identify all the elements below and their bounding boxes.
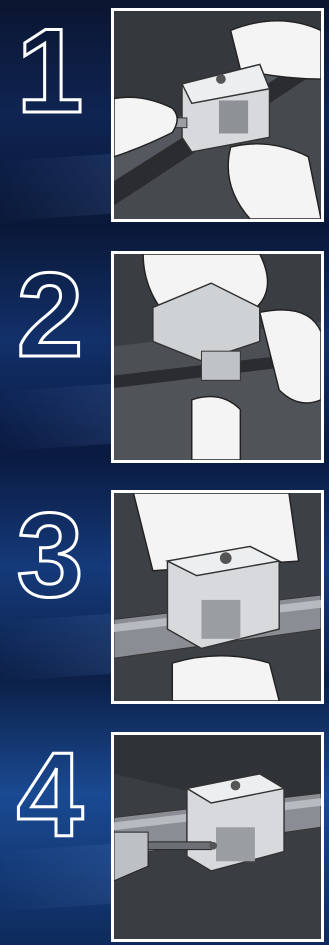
step-3-illustration bbox=[111, 490, 324, 704]
step-number-2: 2 bbox=[6, 248, 94, 368]
step-1-illustration bbox=[111, 8, 324, 222]
step-number-label: 4 bbox=[17, 728, 84, 848]
step-number-label: 2 bbox=[17, 248, 84, 368]
step-number-4: 4 bbox=[6, 728, 94, 848]
step-4-illustration bbox=[111, 732, 324, 942]
step-number-3: 3 bbox=[6, 488, 94, 608]
step-number-label: 1 bbox=[17, 4, 84, 124]
step-number-label: 3 bbox=[17, 488, 84, 608]
clamp-fitting-onto-rail-icon bbox=[114, 254, 321, 460]
screwdriver-securing-clamp-icon bbox=[114, 735, 321, 939]
step-2-illustration bbox=[111, 251, 324, 463]
clamp-pressed-over-tube-icon bbox=[114, 493, 321, 701]
step-number-1: 1 bbox=[6, 4, 94, 124]
screw-tightening-on-rail-icon bbox=[114, 11, 321, 219]
